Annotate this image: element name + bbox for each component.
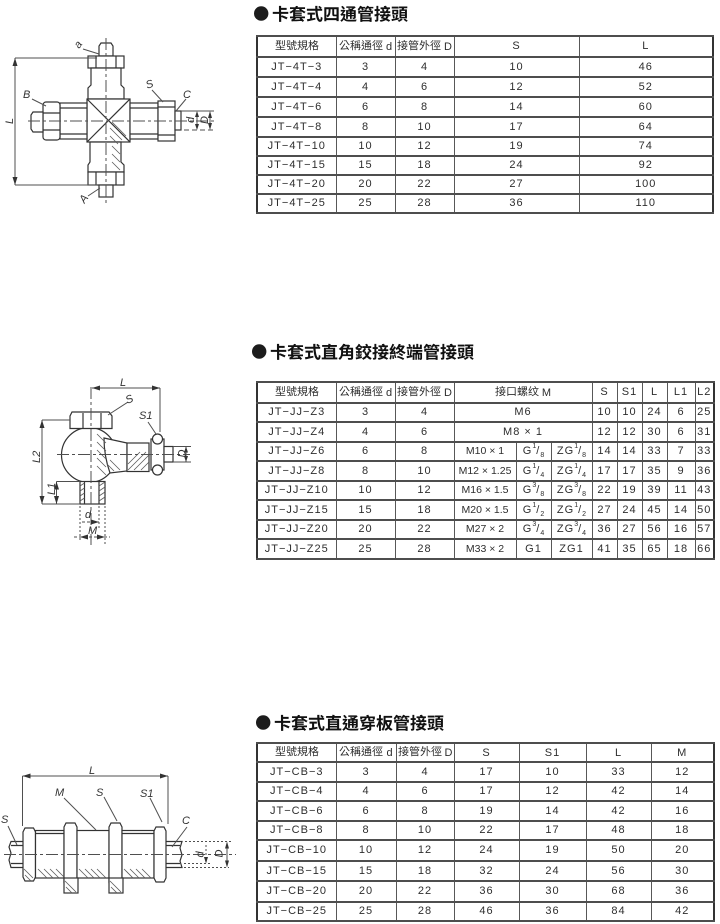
svg-text:D: D	[214, 850, 226, 858]
svg-text:C: C	[183, 89, 191, 101]
svg-text:S1: S1	[140, 788, 153, 800]
svg-text:D: D	[199, 116, 211, 124]
svg-text:d: d	[85, 509, 92, 521]
svg-text:S: S	[124, 392, 136, 406]
svg-text:S1: S1	[139, 410, 152, 422]
svg-text:M: M	[88, 525, 98, 537]
svg-text:S: S	[96, 787, 104, 799]
svg-text:B: B	[23, 89, 30, 101]
svg-text:d: d	[195, 851, 207, 858]
svg-text:L1: L1	[46, 483, 58, 495]
svg-text:A: A	[77, 193, 92, 207]
svg-text:d: d	[185, 116, 197, 123]
svg-text:L2: L2	[31, 451, 43, 463]
svg-text:S: S	[1, 814, 9, 826]
svg-text:S: S	[144, 78, 156, 92]
svg-text:a: a	[72, 39, 85, 51]
svg-text:D: D	[177, 450, 189, 458]
svg-text:L: L	[89, 765, 95, 777]
svg-text:L: L	[4, 118, 16, 124]
svg-text:L: L	[120, 377, 126, 389]
svg-text:C: C	[182, 815, 190, 827]
svg-text:M: M	[55, 787, 65, 799]
